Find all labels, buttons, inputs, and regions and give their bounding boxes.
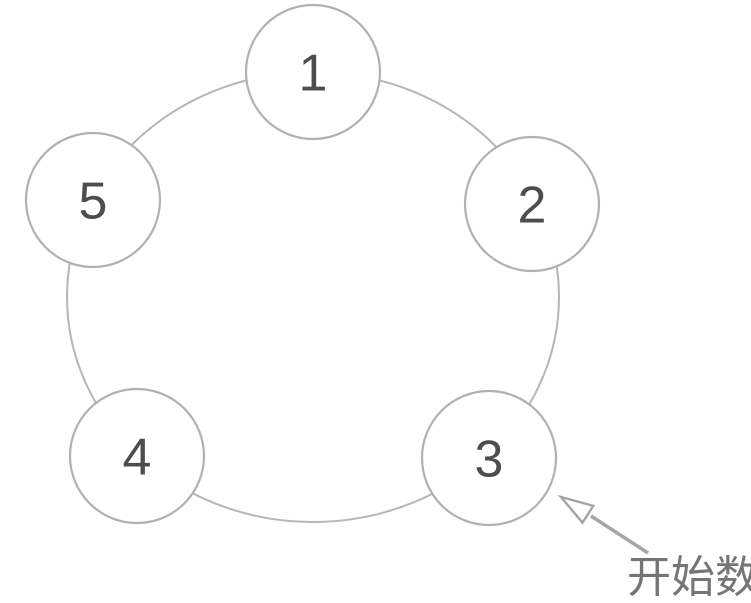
annotation-start-label: 开始数 (627, 553, 751, 602)
start-arrow (557, 494, 649, 555)
node-3: 3 (420, 389, 558, 527)
arrow-shaft (590, 514, 649, 555)
arrow-head-icon (557, 494, 596, 525)
node-2: 2 (463, 135, 601, 273)
node-label-5: 5 (79, 173, 108, 231)
node-label-3: 3 (475, 431, 504, 489)
node-circle-5 (24, 131, 162, 269)
node-circle-2 (463, 135, 601, 273)
node-circle-1 (244, 3, 382, 141)
node-5: 5 (24, 131, 162, 269)
node-label-4: 4 (123, 429, 152, 487)
node-circle-4 (68, 387, 206, 525)
node-label-1: 1 (299, 45, 328, 103)
node-label-2: 2 (518, 177, 547, 235)
node-4: 4 (68, 387, 206, 525)
node-1: 1 (244, 3, 382, 141)
node-circle-3 (420, 389, 558, 527)
